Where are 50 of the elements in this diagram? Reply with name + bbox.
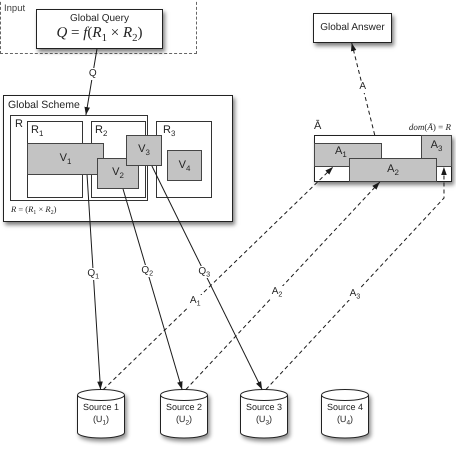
view-box: [27, 143, 104, 175]
scheme-panel: [3, 95, 233, 222]
panel-title: Global Scheme: [8, 99, 80, 112]
source-label: Source 1 (U$_{1}$): [82, 401, 120, 426]
edge-label: Q$_{2}$: [139, 265, 156, 278]
relation-label: R$_{2}$: [95, 124, 108, 137]
table-label: Ā: [314, 120, 322, 133]
database-cylinder: [240, 389, 288, 439]
part-label: A$_{3}$: [430, 139, 444, 152]
view-label: V$_{2}$: [111, 166, 125, 179]
frame-title: Input: [4, 4, 26, 15]
source-label: Source 3 (U$_{3}$): [244, 401, 284, 426]
database-cylinder: [77, 389, 125, 439]
box-title: Global Query: [69, 13, 130, 24]
view-label: V$_{1}$: [58, 152, 72, 165]
formula: R = (R$_{1}$ × R$_{2}$): [11, 205, 56, 215]
relation-label: R: [15, 118, 23, 131]
box-title: Global Answer: [319, 22, 386, 34]
source-label: Source 2 (U$_{2}$): [164, 401, 204, 426]
dashed-frame: [0, 0, 197, 54]
edge-label: Q$_{3}$: [196, 266, 212, 278]
source-label: Source 4 (U$_{4}$): [326, 401, 364, 426]
view-box: [97, 158, 139, 189]
formula: Q = f(R$_{1}$ × R$_{2}$): [55, 25, 144, 42]
view-label: V$_{3}$: [137, 143, 151, 156]
view-label: V$_{4}$: [178, 159, 192, 172]
relation-box: [156, 121, 212, 198]
edge-label: A$_{1}$: [188, 294, 203, 307]
relation-label: R$_{1}$: [31, 124, 44, 137]
formula: dom(Ā) = R: [408, 122, 451, 132]
edge-label: A: [357, 81, 368, 94]
edge-label: Q: [86, 68, 99, 80]
dashed-arrow: [265, 166, 447, 390]
answer-part: [349, 158, 437, 182]
edge-label: Q$_{1}$: [85, 268, 102, 280]
edge-label: A$_{3}$: [348, 288, 362, 300]
dashed-arrow: [350, 42, 376, 136]
answer-box: [313, 13, 392, 43]
arrow: [84, 48, 98, 116]
database-cylinder: [160, 389, 208, 439]
dashed-arrow: [185, 182, 380, 390]
part-label: A$_{1}$: [335, 145, 347, 158]
database-cylinder: [321, 389, 369, 439]
part-label: A$_{2}$: [386, 163, 400, 176]
view-box: [167, 150, 202, 181]
dashed-arrow: [102, 166, 334, 390]
relation-label: R$_{3}$: [163, 124, 176, 137]
edge-label: A$_{2}$: [270, 286, 284, 298]
query-box: [36, 9, 163, 49]
view-box: [126, 135, 162, 166]
